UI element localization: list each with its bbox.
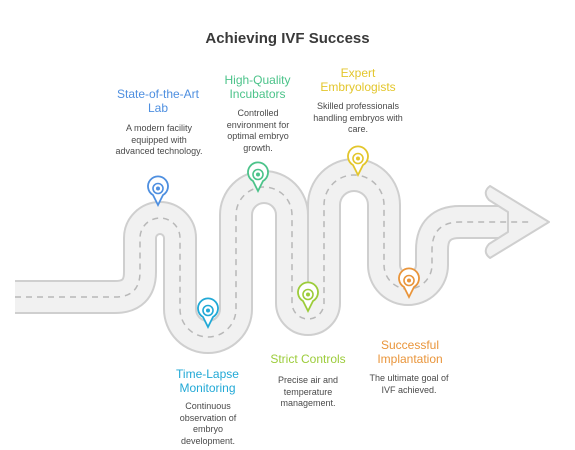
milestone-strict-controls-title: Strict Controls <box>270 352 346 366</box>
pin-strict-controls-icon <box>297 281 319 314</box>
milestone-high-quality-incubators-title: High-Quality Incubators <box>224 73 291 101</box>
pin-successful-implantation-icon <box>398 267 420 300</box>
pin-time-lapse-monitoring-icon <box>197 297 219 330</box>
milestone-strict-controls-description: Precise air and temperature management. <box>277 375 339 408</box>
pin-state-of-the-art-lab-icon <box>147 175 169 208</box>
milestone-state-of-the-art-lab-description: A modern facility equipped with advanced… <box>115 123 203 156</box>
milestone-time-lapse-monitoring-title: Time-Lapse Monitoring <box>176 367 239 395</box>
milestone-successful-implantation-description: The ultimate goal of IVF achieved. <box>369 373 449 395</box>
milestone-time-lapse-monitoring-description: Continuous observation of embryo develop… <box>179 401 237 446</box>
milestone-expert-embryologists-title: Expert Embryologists <box>320 66 396 94</box>
pin-expert-embryologists-icon <box>347 145 369 178</box>
diagram-title: Achieving IVF Success <box>205 30 370 47</box>
milestone-successful-implantation-title: Successful Implantation <box>377 338 443 366</box>
milestone-high-quality-incubators-description: Controlled environment for optimal embry… <box>226 108 290 153</box>
pin-high-quality-incubators-icon <box>247 161 269 194</box>
road-center-line <box>15 174 530 338</box>
milestone-expert-embryologists-description: Skilled professionals handling embryos w… <box>313 101 403 134</box>
milestone-state-of-the-art-lab-title: State-of-the-Art Lab <box>116 87 200 115</box>
